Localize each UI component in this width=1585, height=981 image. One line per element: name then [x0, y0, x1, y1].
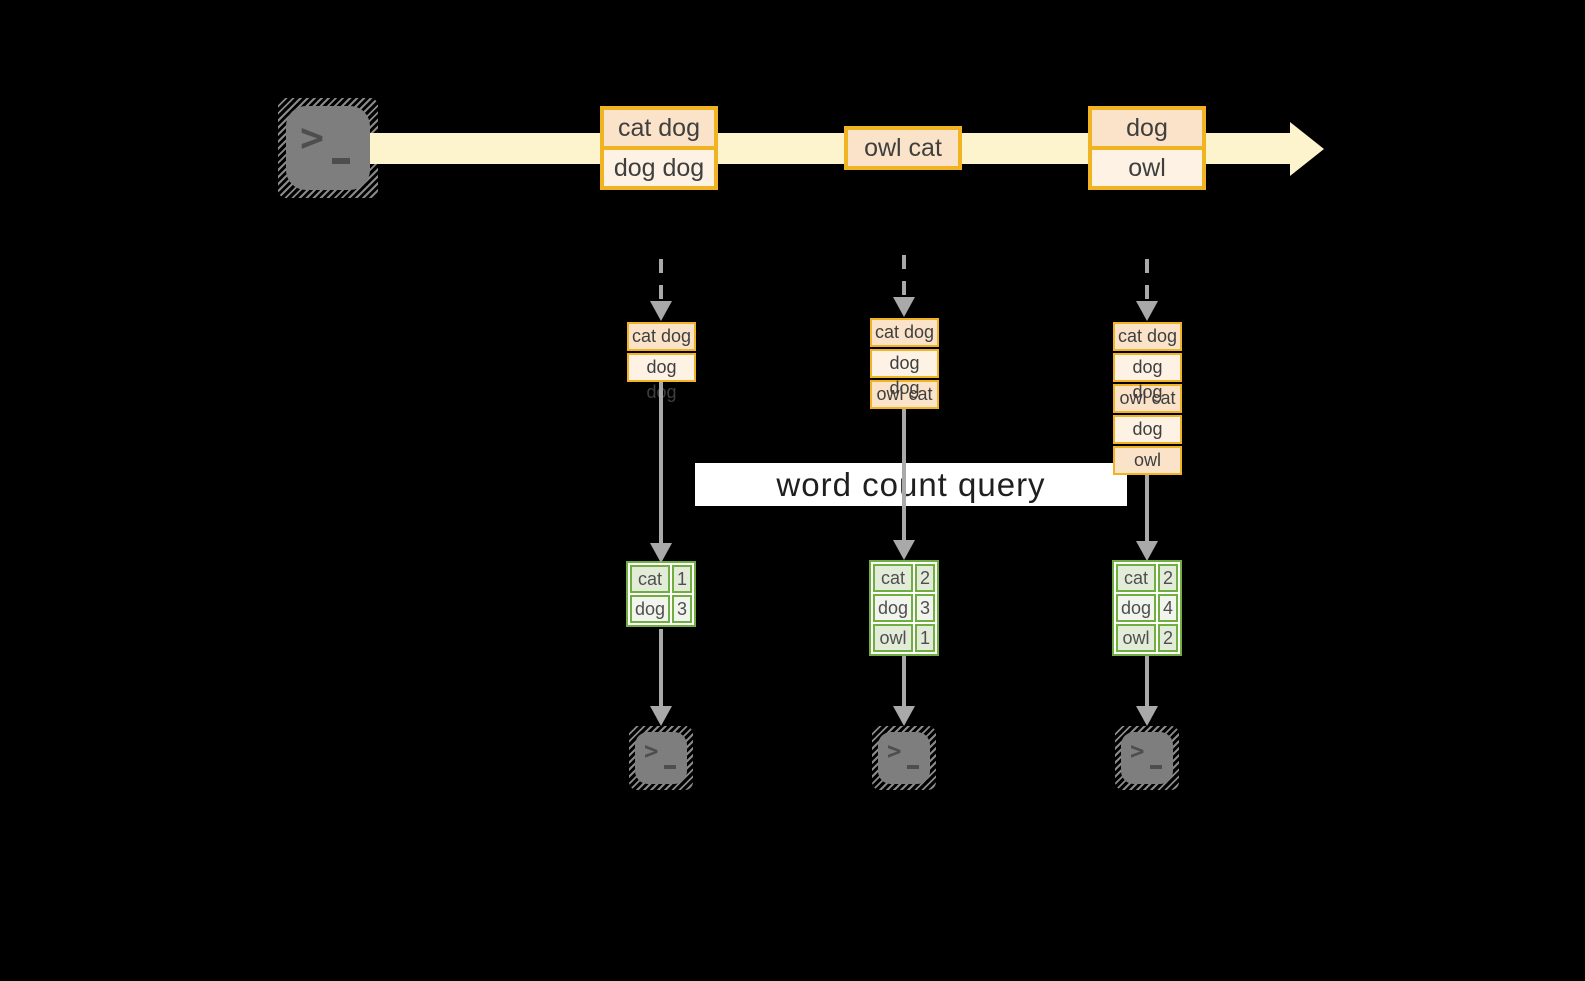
word-cell: cat — [630, 565, 670, 593]
dashed-arrowhead-icon — [1136, 301, 1158, 321]
dashed-arrow — [659, 259, 663, 301]
count-cell: 1 — [672, 565, 692, 593]
flow-arrowhead-icon — [650, 706, 672, 726]
stack-row: dog dog — [870, 349, 939, 398]
dashed-arrow — [902, 255, 906, 297]
stack-row: owl — [1113, 446, 1182, 475]
batch-row: owl cat — [848, 130, 958, 166]
stack-row: owl cat — [1113, 384, 1182, 413]
word-cell: dog — [873, 594, 913, 622]
flow-arrowhead-icon — [1136, 706, 1158, 726]
terminal-screen: > — [878, 732, 930, 784]
stream-arrowhead-icon — [1290, 122, 1324, 176]
terminal-icon: > — [1115, 726, 1179, 790]
count-cell: 3 — [915, 594, 935, 622]
stream-batch-3: dog owl — [1088, 106, 1206, 190]
terminal-icon: > — [629, 726, 693, 790]
flow-arrowhead-icon — [1136, 541, 1158, 561]
count-cell: 2 — [915, 564, 935, 592]
prompt-underscore-icon — [664, 765, 676, 769]
stream-batch-2: owl cat — [844, 126, 962, 170]
prompt-chevron-icon: > — [644, 737, 659, 765]
prompt-underscore-icon — [1150, 765, 1162, 769]
terminal-screen: > — [1121, 732, 1173, 784]
batch-row: dog dog — [604, 146, 714, 186]
terminal-screen: > — [286, 106, 370, 190]
query-label: word count query — [776, 465, 1046, 503]
terminal-icon: > — [278, 98, 378, 198]
stack-row: cat dog — [627, 322, 696, 351]
flow-arrow — [659, 629, 663, 706]
dashed-arrow — [1145, 259, 1149, 301]
flow-arrow — [1145, 475, 1149, 541]
dashed-arrowhead-icon — [893, 297, 915, 317]
dashed-arrowhead-icon — [650, 301, 672, 321]
stack-row: dog dog — [627, 353, 696, 402]
count-cell: 2 — [1158, 564, 1178, 592]
terminal-screen: > — [635, 732, 687, 784]
word-cell: owl — [873, 624, 913, 652]
prompt-chevron-icon: > — [887, 737, 902, 765]
prompt-underscore-icon — [907, 765, 919, 769]
query-label-band: word count query — [695, 463, 1127, 506]
stream-batch-1: cat dog dog dog — [600, 106, 718, 190]
word-cell: dog — [1116, 594, 1156, 622]
batch-row: cat dog — [604, 110, 714, 146]
word-cell: cat — [873, 564, 913, 592]
prompt-chevron-icon: > — [300, 115, 325, 161]
flow-arrowhead-icon — [893, 706, 915, 726]
flow-arrow — [1145, 656, 1149, 706]
stack-row: cat dog — [1113, 322, 1182, 351]
input-stack-2: cat dog dog dog owl cat — [870, 318, 939, 411]
count-table-3: cat 2 dog 4 owl 2 — [1112, 560, 1182, 656]
flow-arrow — [902, 656, 906, 706]
stack-row: owl cat — [870, 380, 939, 409]
count-cell: 1 — [915, 624, 935, 652]
count-table-2: cat 2 dog 3 owl 1 — [869, 560, 939, 656]
count-cell: 4 — [1158, 594, 1178, 622]
input-stack-1: cat dog dog dog — [627, 322, 696, 402]
prompt-underscore-icon — [332, 158, 350, 164]
count-table-1: cat 1 dog 3 — [626, 561, 696, 627]
prompt-chevron-icon: > — [1130, 737, 1145, 765]
stack-row: dog dog — [1113, 353, 1182, 402]
terminal-icon: > — [872, 726, 936, 790]
input-stack-3: cat dog dog dog owl cat dog owl — [1113, 322, 1182, 477]
word-cell: cat — [1116, 564, 1156, 592]
batch-row: dog — [1092, 110, 1202, 146]
word-cell: owl — [1116, 624, 1156, 652]
count-cell: 2 — [1158, 624, 1178, 652]
count-cell: 3 — [672, 595, 692, 623]
flow-arrow — [659, 382, 663, 543]
flow-arrowhead-icon — [893, 540, 915, 560]
stack-row: dog — [1113, 415, 1182, 444]
stack-row: cat dog — [870, 318, 939, 347]
batch-row: owl — [1092, 146, 1202, 186]
flow-arrow — [902, 409, 906, 540]
word-cell: dog — [630, 595, 670, 623]
flow-arrowhead-icon — [650, 543, 672, 563]
